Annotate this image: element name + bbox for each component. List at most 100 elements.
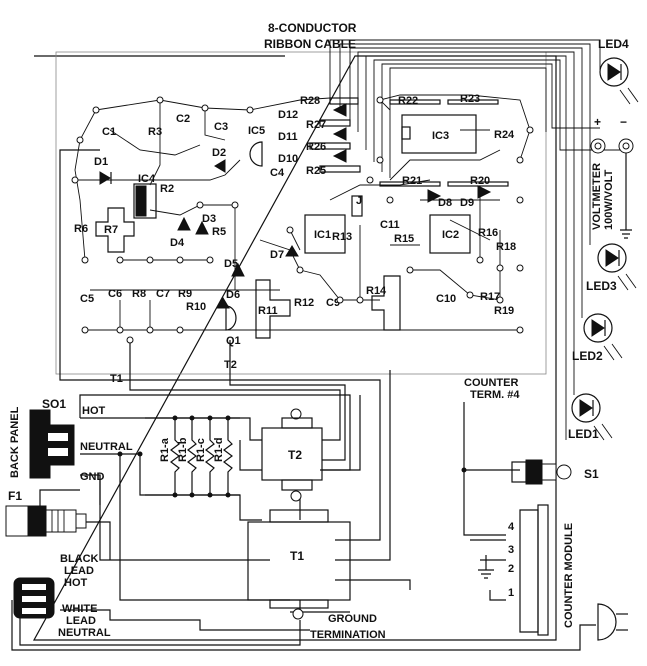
r1c-label: R1-c — [195, 438, 207, 462]
d12-label: D12 — [278, 109, 298, 121]
black-lead-line1: BLACK — [60, 553, 99, 565]
c4-label: C4 — [270, 167, 285, 179]
ribbon-cable — [329, 39, 620, 440]
r28-label: R28 — [300, 95, 320, 107]
r21-label: R21 — [402, 175, 422, 187]
r16-label: R16 — [478, 227, 498, 239]
r23-label: R23 — [460, 93, 480, 105]
r6-label: R6 — [74, 223, 88, 235]
c5-label: C5 — [80, 293, 94, 305]
r7-label: R7 — [104, 224, 118, 236]
r5-label: R5 — [212, 226, 226, 238]
voltmeter-line1: VOLTMETER — [591, 163, 603, 230]
ic3-label: IC3 — [432, 130, 449, 142]
ic4-label: IC4 — [138, 173, 156, 185]
c3-label: C3 — [214, 121, 228, 133]
r1a-label: R1-a — [159, 437, 171, 462]
hot-label: HOT — [82, 405, 106, 417]
r20-label: R20 — [470, 175, 490, 187]
so1-socket: SO1 HOT NEUTRAL GND — [42, 397, 133, 483]
r13-label: R13 — [332, 231, 352, 243]
ic2-label: IC2 — [442, 229, 459, 241]
r17-label: R17 — [480, 291, 500, 303]
r19-label: R19 — [494, 305, 514, 317]
q1-label: Q1 — [226, 335, 241, 347]
pin3-label: 3 — [508, 544, 514, 556]
r2-label: R2 — [160, 183, 174, 195]
c7-label: C7 — [156, 288, 170, 300]
led2: LED2 — [572, 313, 623, 363]
pin4-label: 4 — [508, 521, 515, 533]
ribbon-cable-label: 8-CONDUCTOR RIBBON CABLE — [264, 21, 357, 51]
t2-transformer: T2 — [261, 408, 323, 502]
led2-label: LED2 — [572, 349, 603, 363]
d5-label: D5 — [224, 258, 238, 270]
d11-label: D11 — [278, 131, 298, 143]
r27-label: R27 — [306, 119, 326, 131]
t2-board-label: T2 — [224, 359, 237, 371]
led3: LED3 — [586, 243, 637, 293]
led3-label: LED3 — [586, 279, 617, 293]
ribbon-line1: 8-CONDUCTOR — [268, 21, 357, 35]
r10-label: R10 — [186, 301, 206, 313]
r8-label: R8 — [132, 288, 146, 300]
d4-label: D4 — [170, 237, 185, 249]
r25-label: R25 — [306, 165, 326, 177]
led4: LED4 — [598, 37, 639, 105]
counter-module-label: COUNTER MODULE — [563, 523, 575, 628]
c6-label: C6 — [108, 288, 122, 300]
s1-label: S1 — [584, 467, 599, 481]
voltmeter-minus: − — [620, 115, 627, 129]
voltmeter-plus: + — [594, 115, 601, 129]
back-panel-label: BACK PANEL — [9, 406, 21, 478]
d3-label: D3 — [202, 213, 216, 225]
t1-label: T1 — [290, 549, 304, 563]
ic1-label: IC1 — [314, 229, 331, 241]
t2-label: T2 — [288, 448, 302, 462]
white-lead-line1: WHITE — [62, 603, 97, 615]
pin1-label: 1 — [508, 587, 514, 599]
counter-term-line1: COUNTER — [464, 377, 518, 389]
d6-label: D6 — [226, 289, 240, 301]
ground-term-line1: GROUND — [328, 613, 377, 625]
r26-label: R26 — [306, 141, 326, 153]
led1-label: LED1 — [568, 427, 599, 441]
pin2-label: 2 — [508, 563, 514, 575]
board-pads — [71, 96, 534, 344]
voltmeter: + − VOLTMETER 100W/VOLT — [590, 115, 634, 239]
white-lead-line2: LEAD — [66, 615, 96, 627]
r24-label: R24 — [494, 129, 515, 141]
led1: LED1 — [568, 393, 613, 441]
back-panel: BACK PANEL — [9, 406, 75, 479]
gnd-label: GND — [80, 471, 105, 483]
black-lead-line2: LEAD — [64, 565, 94, 577]
ribbon-line2: RIBBON CABLE — [264, 37, 356, 51]
led4-label: LED4 — [598, 37, 629, 51]
black-lead-line3: HOT — [64, 577, 88, 589]
so1-label: SO1 — [42, 397, 66, 411]
d1-label: D1 — [94, 156, 108, 168]
power-cord-relief — [13, 577, 55, 619]
r9-label: R9 — [178, 288, 192, 300]
r22-label: R22 — [398, 95, 418, 107]
f1-fuse-holder: F1 — [5, 489, 87, 537]
ground-term-line2: TERMINATION — [310, 629, 386, 641]
r15-label: R15 — [394, 233, 414, 245]
r18-label: R18 — [496, 241, 516, 253]
ground-termination: GROUND TERMINATION — [292, 608, 386, 641]
board-shapes — [95, 97, 509, 339]
d8-label: D8 — [438, 197, 452, 209]
r12-label: R12 — [294, 297, 314, 309]
d10-label: D10 — [278, 153, 298, 165]
ground-plug — [579, 603, 628, 641]
r14-label: R14 — [366, 285, 387, 297]
d7-label: D7 — [270, 249, 284, 261]
r3-label: R3 — [148, 126, 162, 138]
r1-resistor-bank: R1-a R1-b R1-c R1-d — [117, 415, 233, 498]
r11-label: R11 — [258, 305, 278, 317]
t1-board-label: T1 — [110, 373, 123, 385]
voltmeter-line2: 100W/VOLT — [603, 169, 615, 230]
white-lead-line3: NEUTRAL — [58, 627, 111, 639]
c2-label: C2 — [176, 113, 190, 125]
